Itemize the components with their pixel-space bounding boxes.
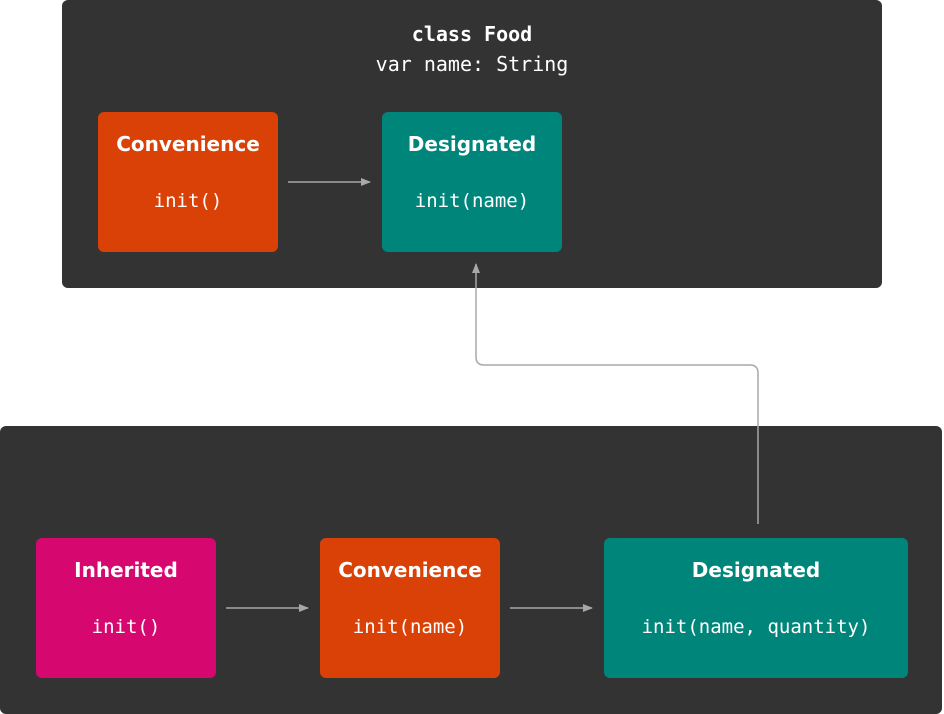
superclass-designated-init-box: Designated init(name) xyxy=(382,112,562,252)
initializer-kind-label: Designated xyxy=(691,558,821,582)
initializer-kind-label: Inherited xyxy=(74,558,178,582)
class-property: var name: String xyxy=(375,52,569,76)
class-declaration: class Food xyxy=(411,22,533,46)
subclass-designated-init-box: Designated init(name, quantity) xyxy=(604,538,908,678)
initializer-signature: init() xyxy=(91,616,161,638)
initializer-kind-label: Convenience xyxy=(338,558,482,582)
subclass-convenience-init-box: Convenience init(name) xyxy=(320,538,500,678)
initializer-kind-label: Designated xyxy=(407,132,537,156)
subclass-inherited-init-box: Inherited init() xyxy=(36,538,216,678)
initializer-signature: init(name, quantity) xyxy=(641,616,871,638)
initializer-kind-label: Convenience xyxy=(116,132,260,156)
initializer-signature: init(name) xyxy=(352,616,468,638)
initializer-signature: init(name) xyxy=(414,190,530,212)
superclass-convenience-init-box: Convenience init() xyxy=(98,112,278,252)
initializer-signature: init() xyxy=(153,190,223,212)
